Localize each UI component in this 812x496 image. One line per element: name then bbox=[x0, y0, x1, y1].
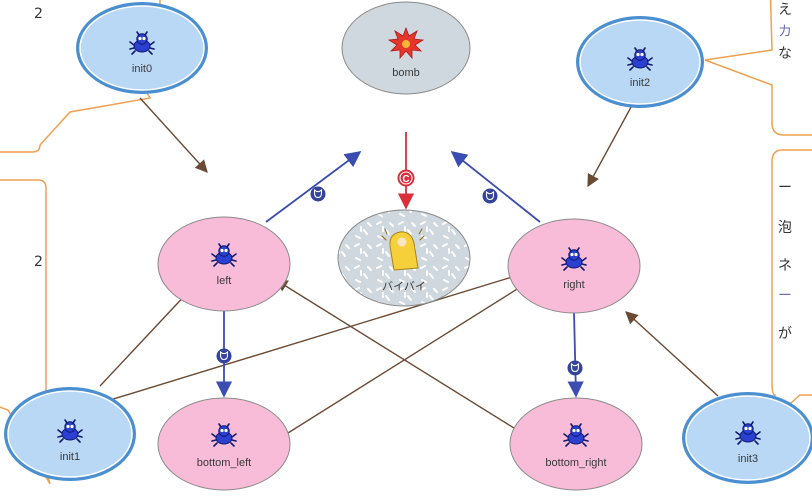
callout-mid-right-line-5: が bbox=[778, 326, 792, 342]
edge-left-bomb bbox=[265, 151, 362, 223]
svg-text:C: C bbox=[402, 174, 409, 185]
edge-bottomleft-right bbox=[279, 275, 540, 439]
node-init3[interactable]: init3 bbox=[682, 392, 812, 484]
node-label: bottom_right bbox=[545, 457, 606, 469]
callout-mid-left-text: 2 bbox=[34, 254, 43, 270]
waving-paw-icon bbox=[381, 228, 425, 271]
callout-top-right-line-2: カ bbox=[778, 24, 792, 40]
node-left[interactable]: left bbox=[157, 216, 291, 312]
callout-top-right: え カ な bbox=[704, 0, 812, 136]
edge-init3-right bbox=[625, 311, 719, 397]
callout-mid-right-line-3: ネ bbox=[778, 258, 792, 274]
node-init1[interactable]: init1 bbox=[4, 387, 136, 481]
plain-edges bbox=[83, 97, 719, 439]
node-label: init2 bbox=[630, 77, 650, 89]
callout-top-right-line-3: な bbox=[778, 46, 792, 62]
explosion-icon bbox=[387, 26, 425, 60]
callout-top-left-text: 2 bbox=[34, 6, 43, 22]
callout-top-right-line-1: え bbox=[778, 2, 792, 18]
node-right[interactable]: right bbox=[507, 218, 641, 314]
edge-init1-right bbox=[83, 263, 550, 409]
edge-init2-right bbox=[587, 97, 637, 188]
node-label: bomb bbox=[392, 67, 420, 79]
event-edges bbox=[215, 150, 584, 398]
node-init2[interactable]: init2 bbox=[576, 16, 704, 108]
node-bomb[interactable]: bomb bbox=[341, 1, 471, 95]
cat-face-badge-icon bbox=[215, 347, 233, 365]
cat-face-badge-icon bbox=[481, 187, 499, 205]
node-label: init0 bbox=[132, 63, 152, 75]
callout-mid-right-line-1: ー bbox=[778, 180, 792, 196]
c-badge-icon: C bbox=[397, 169, 415, 187]
callout-mid-right-line-2: 泡 bbox=[778, 220, 792, 236]
edge-bottomright-left bbox=[274, 279, 531, 439]
cat-face-badge-icon bbox=[566, 359, 584, 377]
node-label: left bbox=[217, 275, 232, 287]
node-bottom-right[interactable]: bottom_right bbox=[509, 397, 643, 491]
node-byebye[interactable]: バイバイ bbox=[337, 209, 471, 307]
node-label: bottom_left bbox=[197, 457, 251, 469]
callout-mid-right-line-4: ー bbox=[778, 288, 792, 304]
edge-right-bottomright bbox=[567, 311, 584, 398]
node-bottom-left[interactable]: bottom_left bbox=[157, 397, 291, 491]
node-label: init3 bbox=[738, 453, 758, 465]
callout-mid-right: ー 泡 ネ ー が bbox=[754, 149, 812, 436]
edge-init0-left bbox=[139, 97, 208, 173]
completion-edge: C bbox=[397, 132, 415, 210]
edge-right-bomb bbox=[450, 150, 541, 223]
node-label: init1 bbox=[60, 451, 80, 463]
node-label: right bbox=[563, 279, 584, 291]
node-init0[interactable]: init0 bbox=[76, 2, 208, 94]
node-label: バイバイ bbox=[382, 280, 426, 293]
cat-face-badge-icon bbox=[309, 185, 327, 203]
